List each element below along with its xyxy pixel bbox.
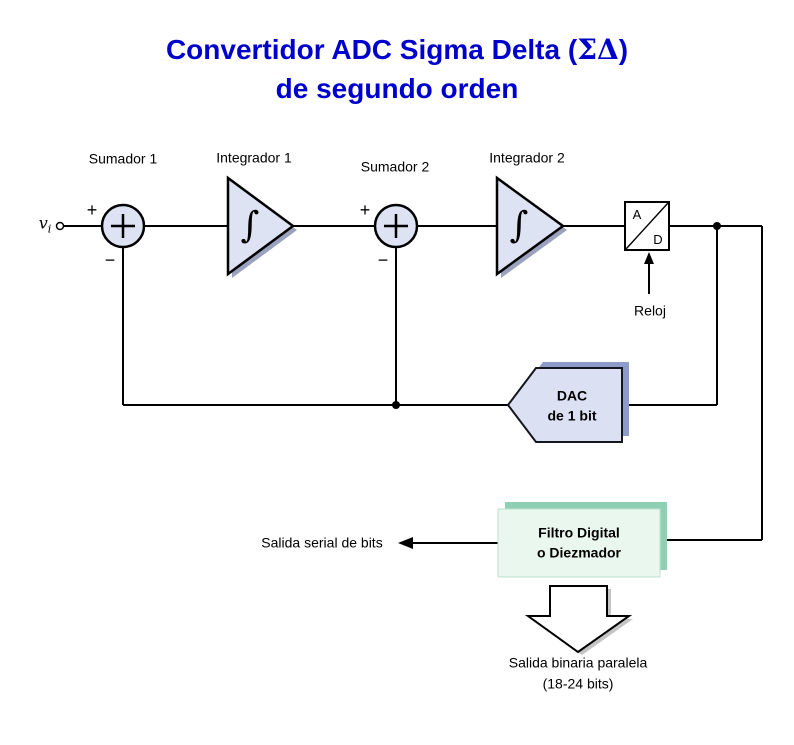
integral1-icon: ∫ [240,205,260,246]
integral2-icon: ∫ [509,205,529,246]
sumador1-label: Sumador 1 [88,150,158,167]
title-prefix: Convertidor ADC Sigma Delta ( [165,34,578,65]
integrador2-label: Integrador 2 [489,149,565,166]
input-signal-label: vi [39,214,52,235]
sumador2-label: Sumador 2 [360,158,430,175]
down-arrow-icon [524,585,633,654]
input-var: v [38,213,48,233]
salida-paralela-label-line1: Salida binaria paralela [508,654,648,671]
title-suffix: ) [618,34,629,65]
dac-label-line1: DAC [556,387,588,404]
integrador1-node [226,175,296,277]
junction-dot-feedback [392,401,400,409]
sumador1-plus-sign: + [86,200,98,221]
filtro-label-line2: o Diezmador [536,544,622,561]
page-title-line1: Convertidor ADC Sigma Delta (ΣΔ) [0,33,794,66]
sumador2-plus-sign: + [359,200,371,221]
input-terminal-icon [55,221,65,231]
salida-serial-label: Salida serial de bits [261,534,383,551]
junction-dot-output [713,222,721,230]
reloj-label: Reloj [634,302,666,319]
adc-letter-d: D [653,231,663,247]
sumador1-minus-sign: − [104,250,116,271]
integrador1-label: Integrador 1 [216,149,292,166]
adc-diagonal [625,202,669,250]
adc-letter-a: A [632,206,642,222]
dac-block [506,367,623,443]
integrador2-node [495,175,566,277]
reloj-arrowhead [644,252,654,264]
salida-serial-arrowhead [398,537,413,549]
filtro-block [497,508,661,578]
filtro-label-line1: Filtro Digital [538,524,620,541]
title-sigma-delta: ΣΔ [577,33,619,66]
wires [64,225,763,541]
page-title-line2: de segundo orden [275,73,519,104]
salida-paralela-label-line2: (18-24 bits) [542,675,614,692]
sumador2-minus-sign: − [377,250,389,271]
input-subscript: i [47,222,52,236]
dac-label-line2: de 1 bit [547,407,597,424]
